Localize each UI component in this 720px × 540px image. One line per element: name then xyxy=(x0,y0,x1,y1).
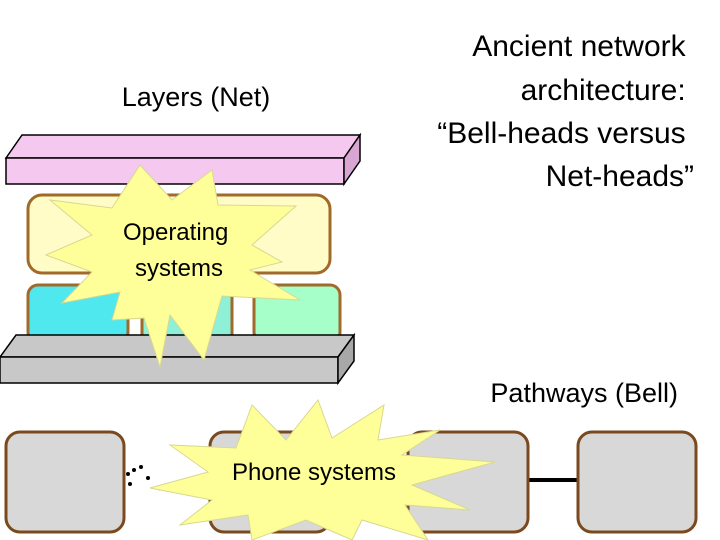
phone-systems-starburst xyxy=(149,398,496,540)
phone-box-4 xyxy=(576,430,698,534)
base-layer-slab-side xyxy=(337,332,355,386)
net-layer-slab-front xyxy=(5,157,345,185)
phone-box-3 xyxy=(406,430,530,534)
title-line-2: architecture: xyxy=(521,74,686,107)
base-layer-slab-top xyxy=(0,334,356,358)
net-layer-slab-top xyxy=(4,134,362,159)
operating-systems-line-2: systems xyxy=(135,255,223,282)
title-line-3: “Bell-heads versus xyxy=(437,117,685,150)
title-line-4: Net-heads” xyxy=(546,160,694,193)
slide-title: Ancient network architecture: “Bell-head… xyxy=(437,30,694,193)
operating-systems-starburst xyxy=(44,164,301,369)
phone-box-1 xyxy=(4,430,126,534)
operating-systems-line-1: Operating xyxy=(123,219,228,246)
net-layer-slab-side xyxy=(343,132,361,187)
title-line-1: Ancient network xyxy=(472,30,686,63)
operating-systems-callout: Operating systems xyxy=(44,164,301,369)
base-layer-slab-front xyxy=(0,356,339,384)
operating-systems-label: Operating systems xyxy=(123,219,235,282)
phone-systems-callout: Phone systems xyxy=(149,398,496,540)
pathways-bell-label: Pathways (Bell) xyxy=(490,378,678,408)
phone-systems-label: Phone systems xyxy=(232,459,396,486)
layers-net-label: Layers (Net) xyxy=(122,82,271,112)
